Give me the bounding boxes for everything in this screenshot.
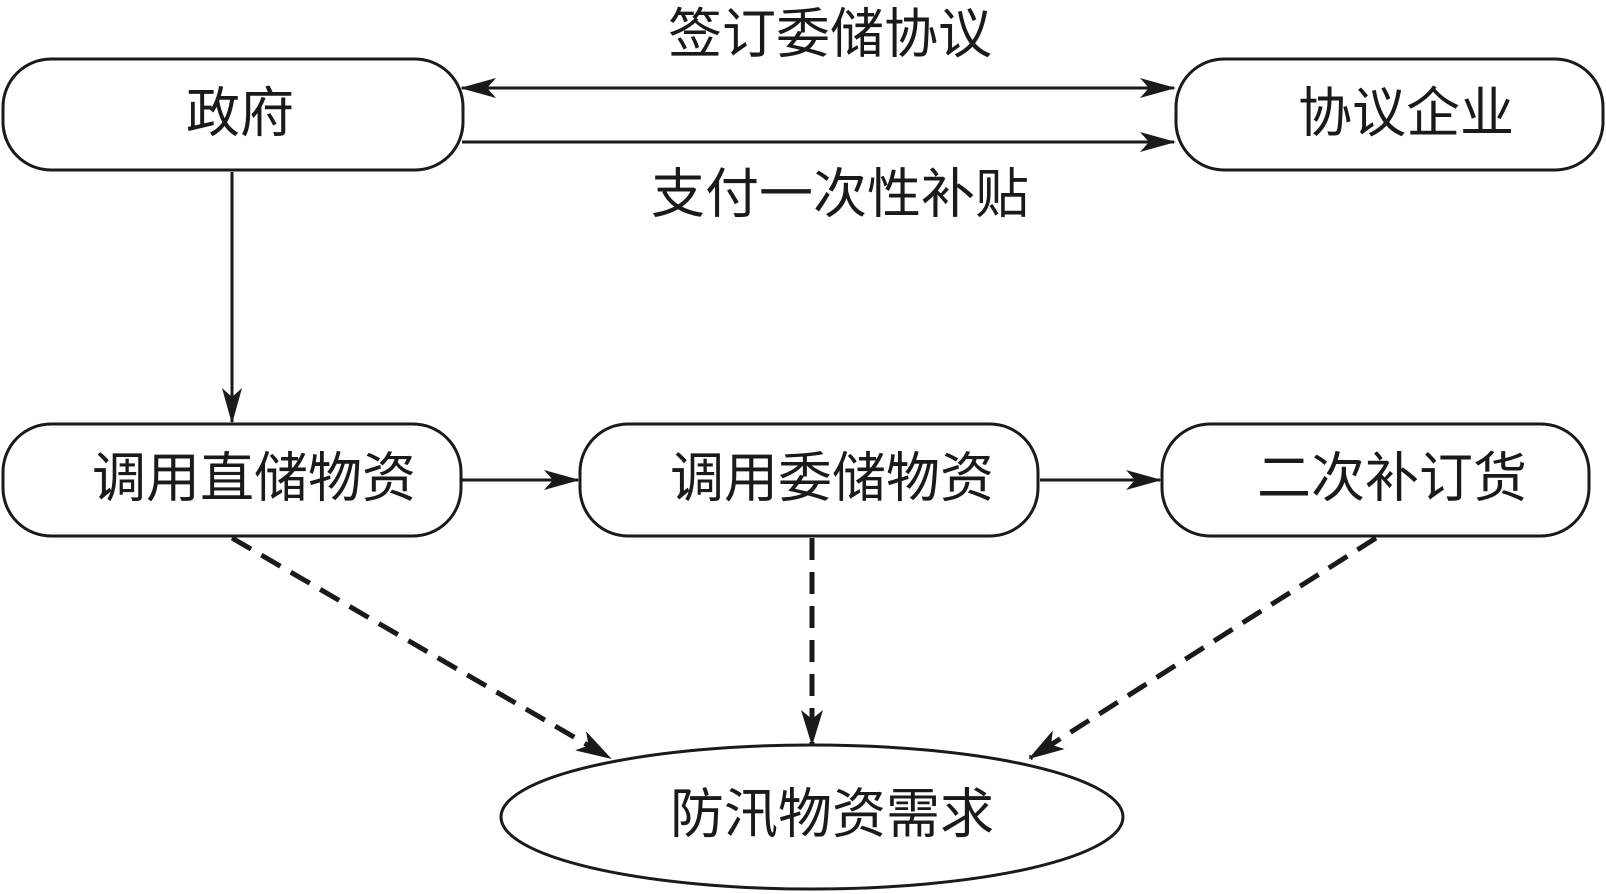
edge-label-sign-agreement: 签订委储协议 [668, 3, 992, 66]
node-government: 政府 [1, 57, 465, 172]
node-direct-storage-label: 调用直储物资 [92, 447, 416, 510]
node-entrusted-storage: 调用委储物资 [578, 422, 1040, 538]
node-reorder: 二次补订货 [1160, 422, 1591, 538]
node-agreement-enterprise-label: 协议企业 [1298, 82, 1514, 145]
edge-reorder-to-demand [1028, 535, 1378, 761]
node-demand-label: 防汛物资需求 [670, 783, 994, 846]
node-demand: 防汛物资需求 [499, 743, 1125, 891]
node-direct-storage: 调用直储物资 [1, 422, 463, 538]
node-reorder-label: 二次补订货 [1257, 447, 1527, 510]
node-government-label: 政府 [186, 82, 294, 145]
edge-direct-to-demand [230, 535, 612, 761]
node-agreement-enterprise: 协议企业 [1174, 57, 1605, 172]
node-entrusted-storage-label: 调用委储物资 [670, 447, 994, 510]
edge-sign-agreement: 签订委储协议 [460, 3, 1176, 98]
edge-label-pay-subsidy: 支付一次性补贴 [651, 163, 1029, 226]
edge-pay-subsidy: 支付一次性补贴 [462, 132, 1176, 226]
